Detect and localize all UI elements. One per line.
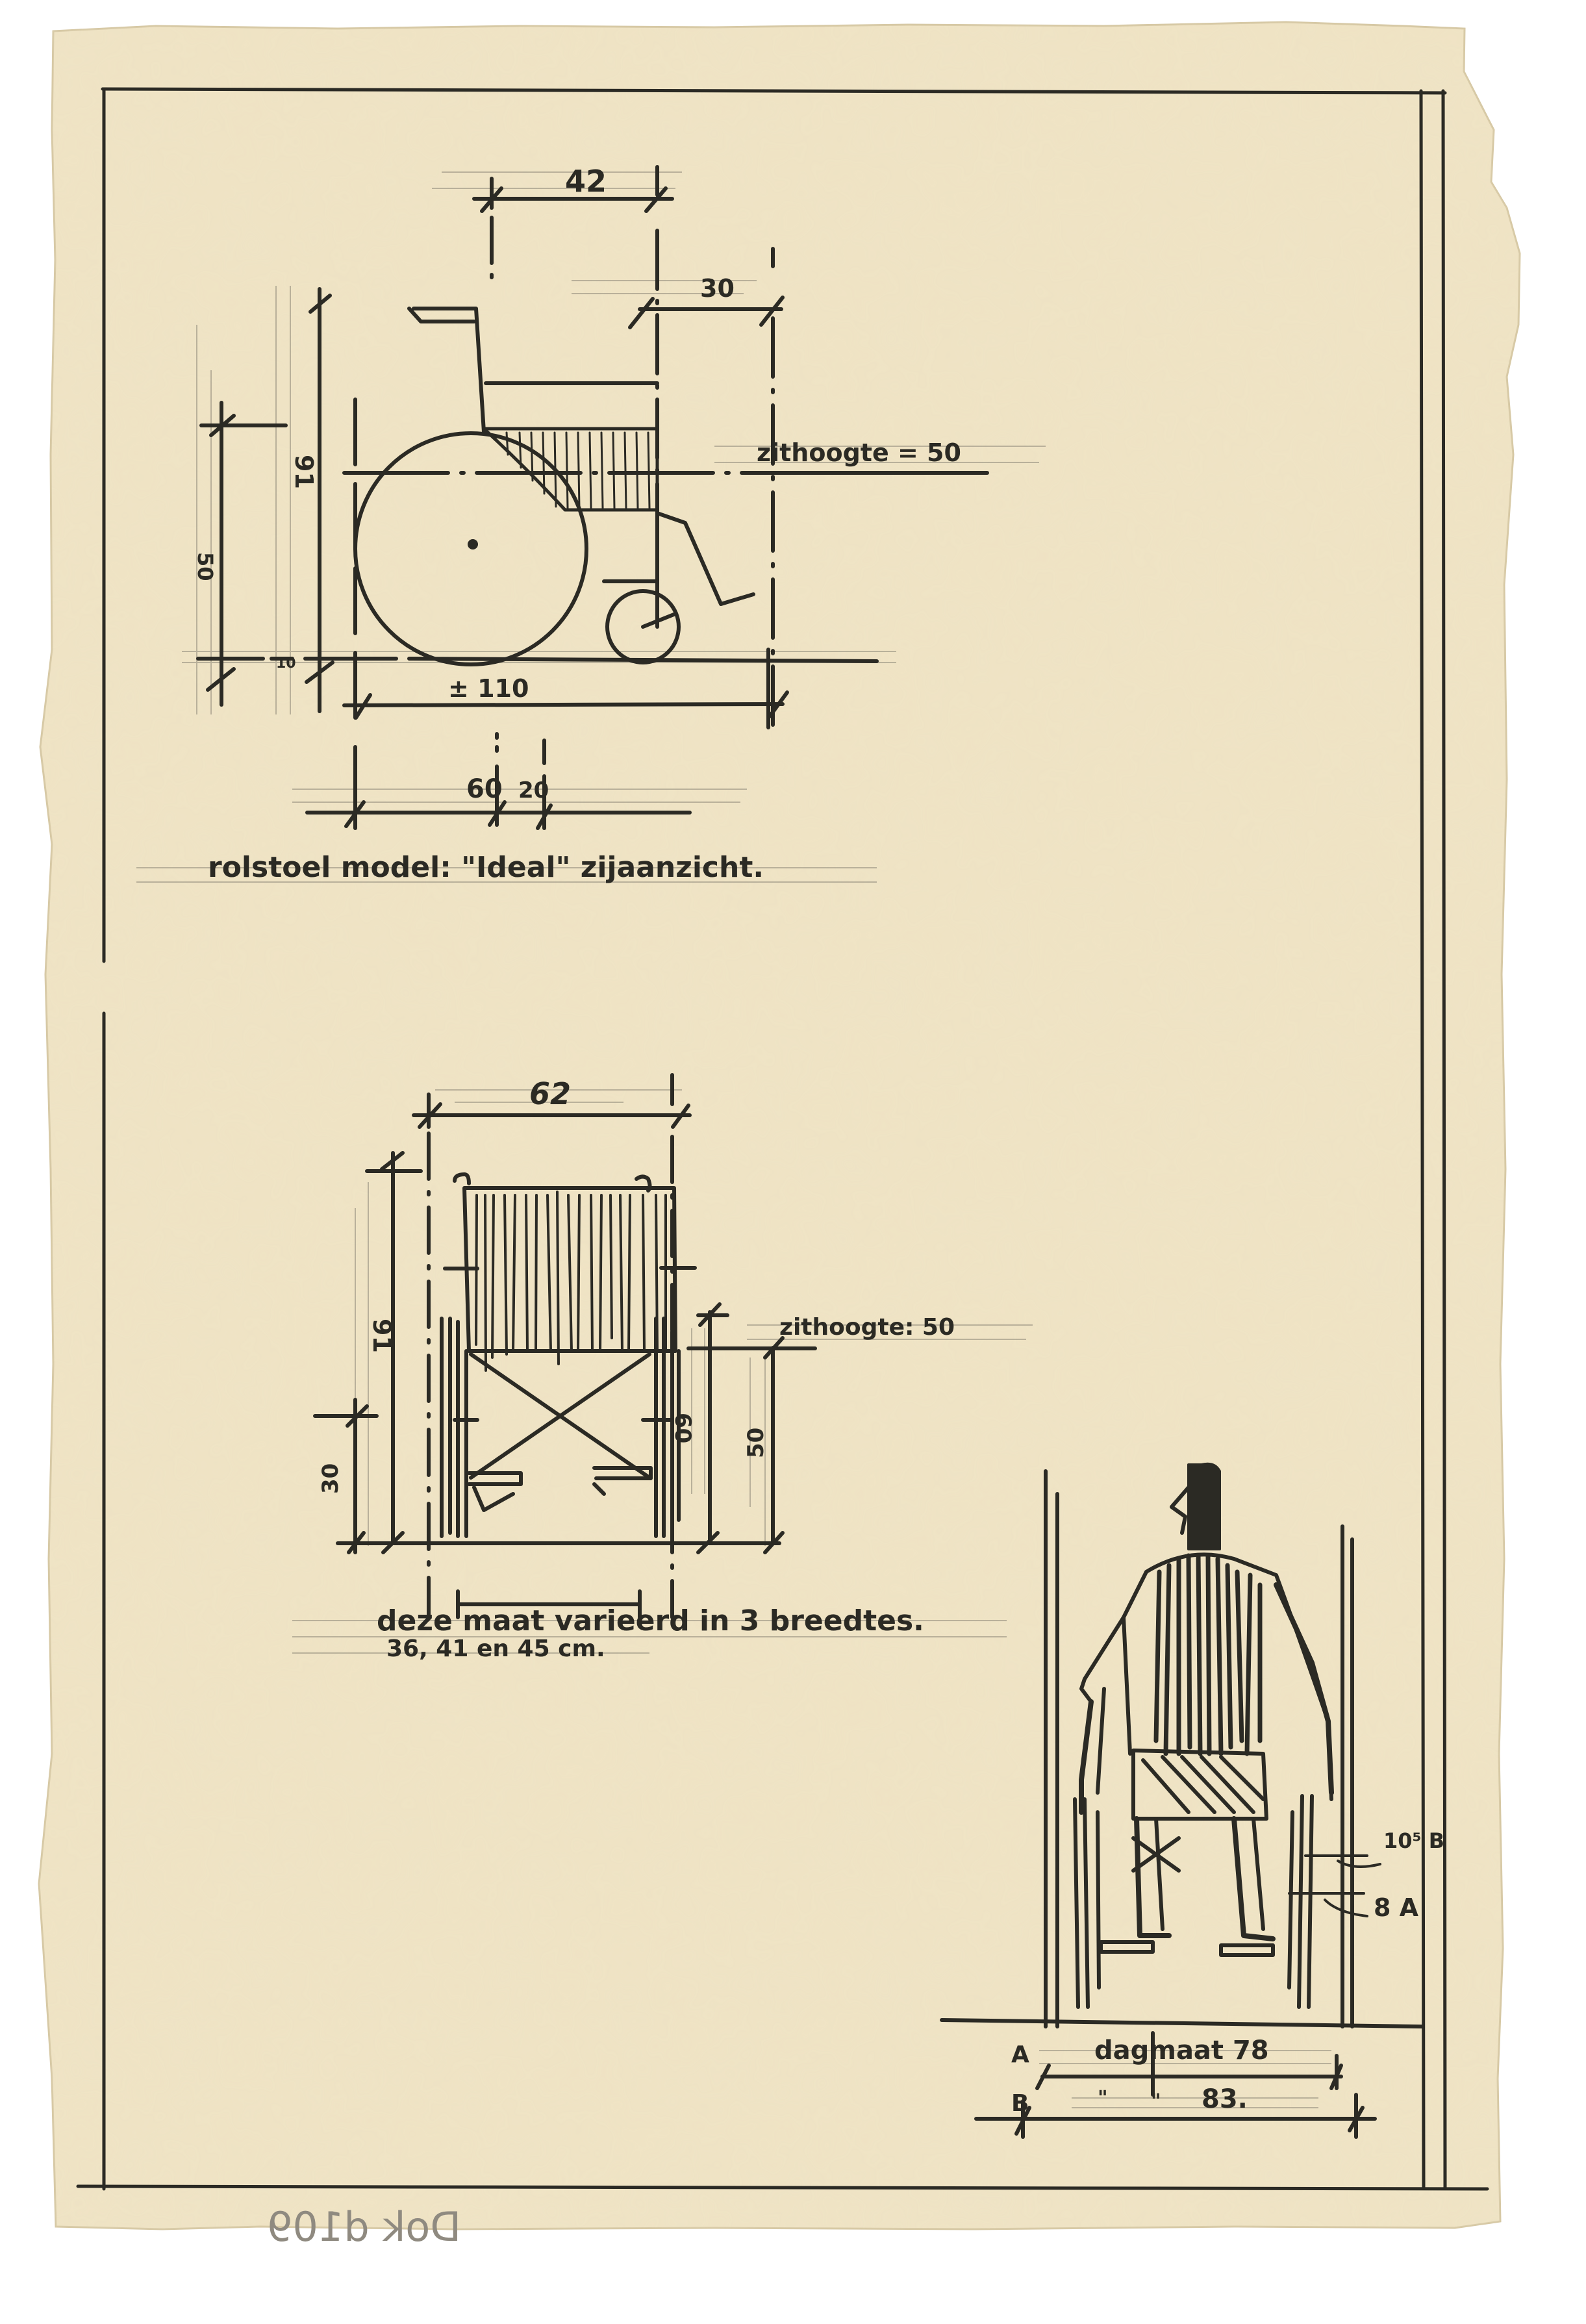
paper [38,21,1521,2230]
border-frame [76,87,1489,2191]
dim-armrest-height-side: 50 [193,552,218,581]
seat-height-label-front: zithoogte: 50 [779,1314,955,1341]
rear-view-drawing: 10⁵ B 8 A A dagmaat 78 B " " 83. [940,1462,1444,2139]
archive-mark: Dok d109 [267,2203,461,2251]
front-view-drawing: 62 91 30 60 50 zithoogte: 50 deze maat v… [292,1073,1033,1662]
row-b-ditto-1: " [1098,2087,1108,2110]
dim-ground-clearance: 10 [276,655,296,672]
clear-width-a: dagmaat 78 [1094,2036,1269,2065]
dim-total-height-side: 91 [290,455,318,489]
offset-label-b: 10⁵ B [1383,1828,1444,1853]
dim-overall-length: ± 110 [448,674,529,703]
row-b-ditto-2: " [1151,2090,1161,2113]
dim-front-section: 20 [518,777,549,803]
dim-footrest-height: 30 [318,1463,344,1494]
dim-overall-width: 62 [529,1076,571,1111]
dim-rear-section: 60 [466,774,503,804]
clear-width-b: 83. [1202,2084,1248,2114]
offset-label-a: 8 A [1374,1893,1419,1922]
row-a-label: A [1011,2041,1029,2068]
dim-armrest-height-front: 60 [670,1413,696,1443]
width-variant-values: 36, 41 en 45 cm. [386,1636,605,1662]
dim-seat-height-front: 50 [743,1428,769,1458]
side-view-drawing: 42 30 zithoogte = 50 91 50 10 ± 110 60 2… [136,164,1046,884]
archive-mark-text: Dok d109 [267,2203,461,2251]
row-b-label: B [1011,2090,1029,2117]
dim-total-height-front: 91 [368,1319,396,1353]
width-variant-note: deze maat varieerd in 3 breedtes. [377,1604,924,1637]
side-view-title: rolstoel model: "Ideal" zijaanzicht. [208,851,764,884]
dim-footrest-projection: 30 [700,274,735,303]
seat-height-label-side: zithoogte = 50 [757,438,961,467]
dim-seat-depth: 42 [565,164,607,199]
